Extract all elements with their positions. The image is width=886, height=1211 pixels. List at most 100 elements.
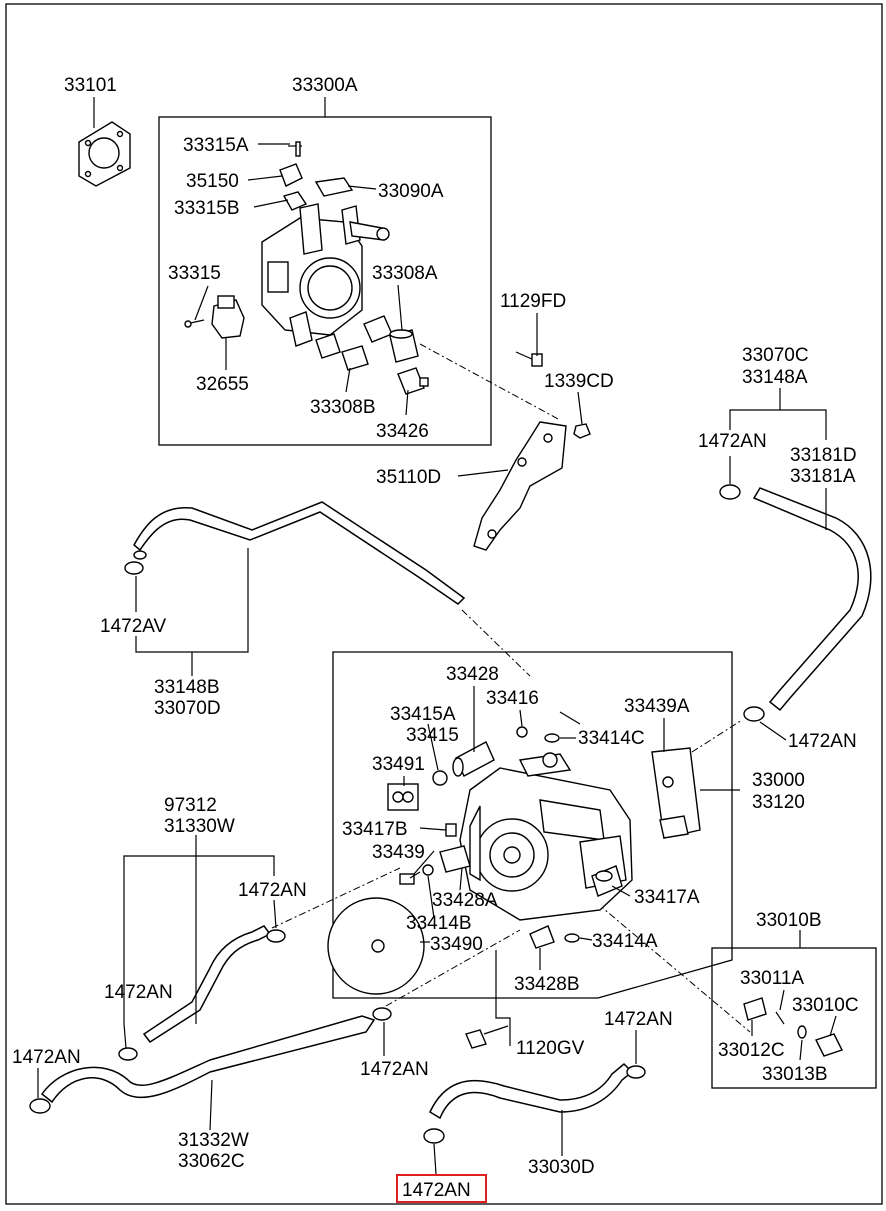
fitting-33428A <box>439 845 471 873</box>
label-33491: 33491 <box>372 754 425 775</box>
label-33070D: 33070D <box>154 698 221 719</box>
sensor-35150 <box>279 163 303 187</box>
bracket-hole <box>487 529 497 539</box>
seal-33308B <box>341 345 369 371</box>
sensor-32655 <box>211 295 245 339</box>
assembly-line <box>419 343 561 421</box>
label-33414A: 33414A <box>592 931 658 952</box>
oring-33414B <box>422 864 434 876</box>
bolt-33315A <box>288 141 302 157</box>
clamp-1472AN-center <box>372 1007 392 1021</box>
label-33300A: 33300A <box>292 75 358 96</box>
oring-33013B <box>797 1025 807 1039</box>
assembly-line <box>597 903 751 1033</box>
label-33414B: 33414B <box>406 913 472 934</box>
assembly-line <box>461 609 531 677</box>
clamp-1472AN-far-left <box>29 1098 51 1114</box>
sensor-33426 <box>397 367 429 395</box>
oring-33414C <box>544 733 560 743</box>
label-33000: 33000 <box>752 770 805 791</box>
label-33415A: 33415A <box>390 704 456 725</box>
assembly-line <box>385 929 521 1007</box>
label-33490: 33490 <box>430 934 483 955</box>
label-33148A: 33148A <box>742 367 808 388</box>
washer-33415 <box>432 770 448 786</box>
clamp-1472AN-bottom-right <box>626 1065 646 1079</box>
assembly-line <box>691 719 743 753</box>
label-1472AN-center: 1472AN <box>360 1059 429 1080</box>
label-33101: 33101 <box>64 75 117 96</box>
label-33416: 33416 <box>486 688 539 709</box>
kit-ring <box>392 791 404 803</box>
label-33120: 33120 <box>752 792 805 813</box>
vaporizer-33000 <box>459 752 633 921</box>
label-33428B: 33428B <box>514 974 580 995</box>
clamp-1472AN-left-mid <box>266 929 286 943</box>
hose-33148B <box>133 501 466 605</box>
hose-31332W <box>40 1015 376 1104</box>
label-1472AN-highlighted[interactable]: 1472AN <box>402 1180 471 1201</box>
label-33426: 33426 <box>376 421 429 442</box>
label-33181D: 33181D <box>790 445 857 466</box>
label-33417A: 33417A <box>634 887 700 908</box>
label-33428A: 33428A <box>432 890 498 911</box>
screw-33439 <box>399 871 421 885</box>
label-33070C: 33070C <box>742 345 809 366</box>
label-31330W: 31330W <box>164 816 235 837</box>
diagram-border <box>5 3 883 1205</box>
label-33439A: 33439A <box>624 696 690 717</box>
label-1472AV: 1472AV <box>100 616 167 637</box>
label-1129FD: 1129FD <box>500 291 566 312</box>
oring-33414A <box>564 933 580 943</box>
bracket-hole <box>543 433 553 443</box>
connector-group-box-33010B <box>711 947 877 1089</box>
clamp-1472AN-highlighted <box>423 1128 445 1144</box>
part-labels: 33101 33300A 33315A 35150 33090A 33315B … <box>12 75 859 1201</box>
kit-ring <box>402 791 414 803</box>
bolt-1129FD <box>515 351 543 367</box>
label-33090A: 33090A <box>378 181 444 202</box>
fitting-33417A <box>591 865 623 897</box>
label-33315B: 33315B <box>174 198 240 219</box>
screw-head-33315 <box>184 320 192 328</box>
bracket-35110D <box>473 421 567 551</box>
label-97312: 97312 <box>164 795 217 816</box>
clamp-1472AN-left-low <box>118 1047 138 1061</box>
gasket-33308A <box>363 315 393 343</box>
label-1472AN-mid-right: 1472AN <box>788 731 857 752</box>
label-33012C: 33012C <box>718 1040 785 1061</box>
clamp-1472AN-top-right <box>719 484 741 500</box>
label-33415: 33415 <box>406 725 459 746</box>
label-1472AN-left-mid: 1472AN <box>238 880 307 901</box>
washer-33416 <box>516 726 528 738</box>
highlight-box <box>396 1174 487 1203</box>
assembly-line <box>271 867 401 929</box>
gasket-33090A <box>314 177 354 197</box>
gasket-left <box>315 333 341 359</box>
label-33308B: 33308B <box>310 397 376 418</box>
label-32655: 32655 <box>196 374 249 395</box>
plug-33417B <box>445 823 457 837</box>
fitting-33428B <box>529 925 555 949</box>
pin-33011A <box>775 1011 785 1025</box>
label-33062C: 33062C <box>178 1151 245 1172</box>
nut-1339CD <box>573 423 591 439</box>
throttle-gasket-33101 <box>78 121 131 187</box>
label-33181A: 33181A <box>790 466 856 487</box>
label-33030D: 33030D <box>528 1157 595 1178</box>
sensor-33308A <box>389 329 419 363</box>
hose-33030D <box>429 1062 634 1120</box>
label-33428: 33428 <box>446 664 499 685</box>
fitting-33428 <box>452 741 495 777</box>
clamp-1472AN-mid-right <box>743 706 765 722</box>
bolt-1120GV <box>465 1025 509 1049</box>
leader-lines <box>37 97 837 1175</box>
label-33417B: 33417B <box>342 819 408 840</box>
label-1472AN-left-low: 1472AN <box>104 982 173 1003</box>
label-35150: 35150 <box>186 171 239 192</box>
throttle-body-33300A <box>261 203 390 347</box>
fitting-33012C <box>743 997 767 1021</box>
label-1120GV: 1120GV <box>516 1038 585 1059</box>
label-33013B: 33013B <box>762 1064 828 1085</box>
label-33308A: 33308A <box>372 263 438 284</box>
